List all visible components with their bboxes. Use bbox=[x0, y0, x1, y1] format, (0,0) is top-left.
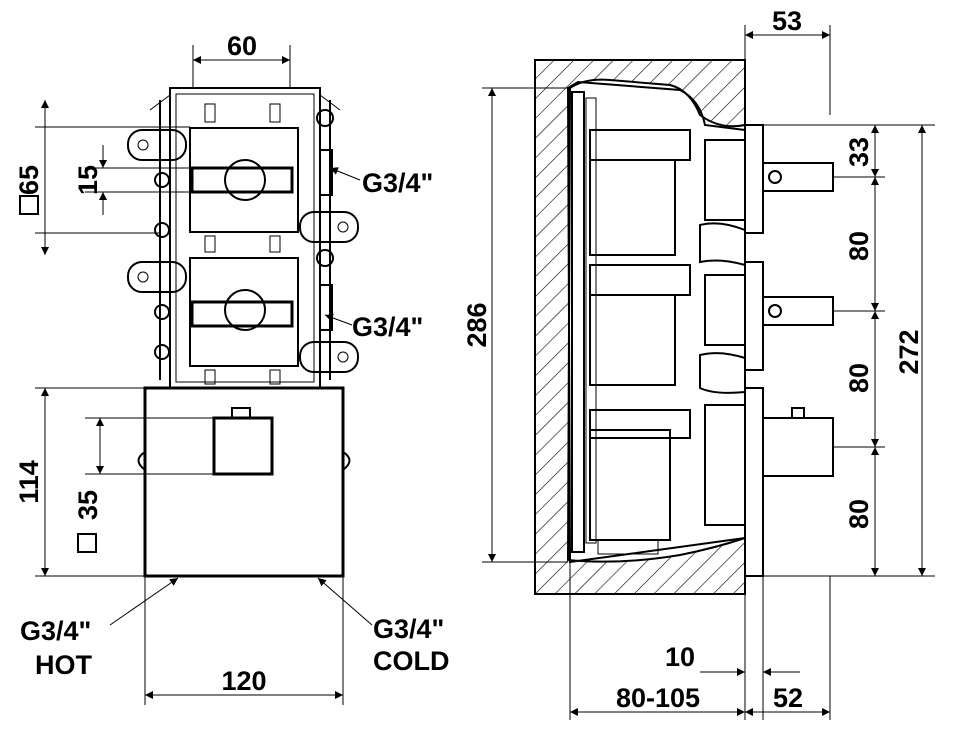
dim-bottom-width-label: 120 bbox=[221, 666, 266, 696]
upper-valve-block bbox=[189, 103, 299, 253]
cold-inlet: G3/4" COLD bbox=[317, 577, 450, 676]
thread-lower: G3/4" bbox=[324, 312, 423, 342]
dim-80-b-label: 80 bbox=[844, 363, 874, 393]
dim-top: 53 bbox=[744, 6, 831, 115]
dim-square-top: 65 bbox=[14, 100, 190, 255]
dim-272-label: 272 bbox=[894, 329, 924, 374]
cold-label: COLD bbox=[373, 646, 450, 676]
dim-top-label: 53 bbox=[772, 6, 802, 36]
thread-upper-label: G3/4" bbox=[362, 168, 433, 198]
dim-depth: 80-105 bbox=[569, 562, 745, 720]
dim-bottom-width: 120 bbox=[144, 576, 344, 705]
hot-inlet: G3/4" HOT bbox=[20, 577, 179, 680]
dim-33-label: 33 bbox=[844, 137, 874, 167]
thread-upper: G3/4" bbox=[329, 167, 433, 198]
dim-right-stack: 33 80 80 80 272 bbox=[763, 124, 935, 577]
dim-small: 15 bbox=[73, 145, 190, 215]
dim-80-a-label: 80 bbox=[844, 231, 874, 261]
front-view: 60 65 15 G3/4" G3/4" 114 bbox=[14, 31, 450, 705]
dim-height-label: 286 bbox=[462, 302, 492, 347]
dim-box-height-label: 114 bbox=[14, 460, 44, 504]
dim-height: 286 bbox=[462, 87, 568, 563]
hot-thread-label: G3/4" bbox=[20, 616, 91, 646]
lower-valve-block bbox=[189, 257, 299, 385]
dim-10-label: 10 bbox=[665, 642, 695, 672]
dim-80-c-label: 80 bbox=[844, 499, 874, 529]
dim-52: 52 bbox=[745, 576, 831, 720]
thread-lower-label: G3/4" bbox=[352, 312, 423, 342]
dim-box-height: 114 bbox=[14, 387, 145, 577]
cold-thread-label: G3/4" bbox=[373, 614, 444, 644]
dim-52-label: 52 bbox=[773, 683, 803, 713]
dim-small-label: 15 bbox=[73, 165, 103, 195]
dim-top-width-label: 60 bbox=[227, 31, 257, 61]
trim-plate-side bbox=[744, 124, 834, 577]
dim-top-width: 60 bbox=[192, 31, 291, 88]
hot-label: HOT bbox=[35, 650, 93, 680]
side-view: 53 286 33 80 80 80 272 bbox=[462, 6, 935, 720]
trim-box bbox=[137, 386, 351, 578]
valve-body-side bbox=[566, 80, 746, 564]
mounting-lugs bbox=[127, 109, 359, 373]
wall-section bbox=[534, 59, 746, 595]
dim-square-top-label: 65 bbox=[14, 165, 44, 195]
dim-square-bottom: 35 bbox=[73, 417, 214, 553]
dim-square-bottom-label: 35 bbox=[73, 490, 103, 520]
dim-depth-label: 80-105 bbox=[616, 683, 700, 713]
dim-10: 10 bbox=[665, 576, 800, 720]
